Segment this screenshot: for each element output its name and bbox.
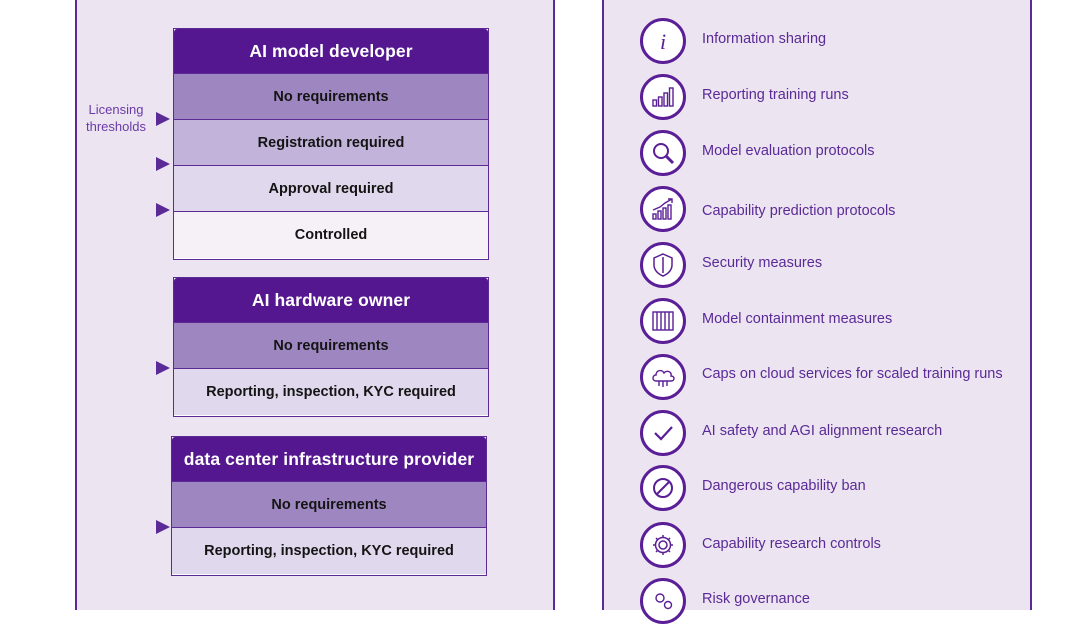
threshold-arrow: [156, 203, 170, 217]
tier-reporting-inspection-kyc: Reporting, inspection, KYC required: [174, 368, 488, 415]
svg-text:i: i: [660, 29, 666, 54]
measure-security-measures: Security measures: [702, 255, 823, 271]
licensing-label-line1: Licensing: [88, 102, 144, 117]
threshold-arrow: [156, 361, 170, 375]
bar-chart-icon: [640, 74, 686, 120]
tier-registration-required: Registration required: [174, 119, 488, 165]
ai-hardware-owner-block: AI hardware owner No requirements Report…: [173, 277, 489, 417]
ban-icon: [640, 465, 686, 511]
tier-controlled: Controlled: [174, 211, 488, 258]
measure-information-sharing: Information sharing: [702, 31, 827, 47]
gear-icon: [640, 522, 686, 568]
threshold-arrow: [156, 520, 170, 534]
gears-icon: [640, 578, 686, 624]
shield-icon: [640, 242, 686, 288]
tier-reporting-inspection-kyc: Reporting, inspection, KYC required: [172, 527, 486, 574]
info-icon: i: [640, 18, 686, 64]
tier-no-requirements: No requirements: [172, 481, 486, 527]
magnifier-icon: [640, 130, 686, 176]
ai-model-developer-title: AI model developer: [174, 29, 488, 73]
cage-icon: [640, 298, 686, 344]
trend-up-icon: [640, 186, 686, 232]
measure-capability-prediction-protocols: Capability prediction protocols: [702, 203, 896, 219]
measure-capability-research-controls: Capability research controls: [702, 536, 881, 552]
ai-model-developer-block: AI model developer No requirements Regis…: [173, 28, 489, 260]
measure-dangerous-capability-ban: Dangerous capability ban: [702, 478, 866, 494]
licensing-thresholds-label: Licensing thresholds: [78, 101, 154, 135]
tier-no-requirements: No requirements: [174, 73, 488, 119]
measure-caps-on-cloud-services: Caps on cloud services for scaled traini…: [702, 366, 1003, 382]
licensing-label-line2: thresholds: [86, 119, 146, 134]
measure-risk-governance: Risk governance: [702, 591, 810, 607]
measure-reporting-training-runs: Reporting training runs: [702, 87, 849, 103]
tier-no-requirements: No requirements: [174, 322, 488, 368]
measure-model-containment-measures: Model containment measures: [702, 311, 893, 327]
checkmark-icon: [640, 410, 686, 456]
threshold-arrow: [156, 112, 170, 126]
data-center-provider-title: data center infrastructure provider: [172, 437, 486, 481]
data-center-provider-block: data center infrastructure provider No r…: [171, 436, 487, 576]
tier-approval-required: Approval required: [174, 165, 488, 211]
measure-model-evaluation-protocols: Model evaluation protocols: [702, 143, 875, 159]
cloud-icon: [640, 354, 686, 400]
measure-ai-safety-agi-alignment: AI safety and AGI alignment research: [702, 423, 943, 439]
ai-hardware-owner-title: AI hardware owner: [174, 278, 488, 322]
threshold-arrow: [156, 157, 170, 171]
